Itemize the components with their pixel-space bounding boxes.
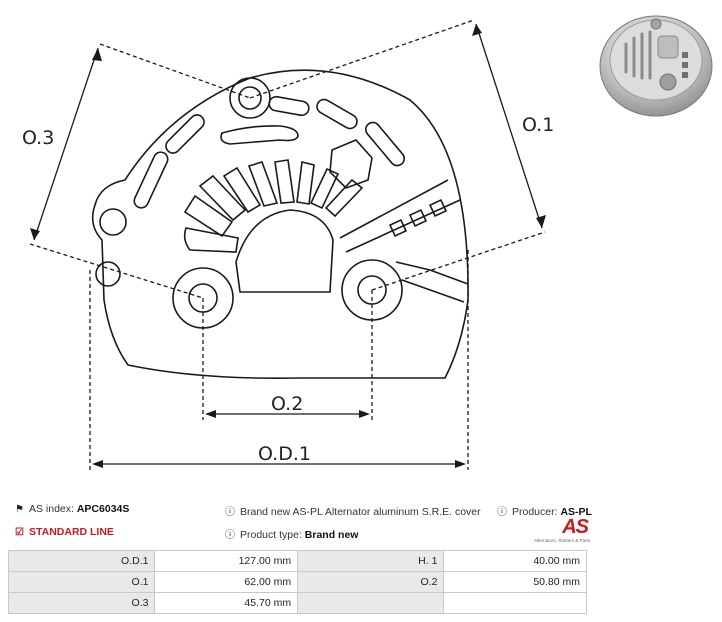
info-icon: ⓘ	[225, 507, 235, 518]
dim-label-o3: O.3	[22, 127, 54, 149]
dim-label-o2: O.2	[271, 393, 303, 415]
as-index-value: APC6034S	[76, 503, 130, 515]
as-index: ⚑AS index: APC6034S	[15, 503, 130, 515]
producer-value: AS-PL	[560, 506, 592, 518]
as-pl-logo: AS Alternators, Starters & Parts	[533, 516, 590, 543]
param-value: 62.00 mm	[154, 571, 299, 593]
info-icon: ⓘ	[225, 530, 235, 541]
table-row: O.3 45.70 mm	[7, 592, 587, 614]
table-row: O.D.1 127.00 mm H. 1 40.00 mm	[7, 550, 587, 572]
parameters-table: O.D.1 127.00 mm H. 1 40.00 mm O.1 62.00 …	[7, 550, 587, 614]
tag-icon: ⚑	[15, 504, 24, 515]
param-label	[297, 592, 445, 614]
param-value: 45.70 mm	[154, 592, 299, 614]
param-label: H. 1	[297, 550, 445, 572]
table-row: O.1 62.00 mm O.2 50.80 mm	[7, 571, 587, 593]
param-label: O.3	[7, 592, 156, 614]
dim-label-od1: O.D.1	[258, 443, 311, 465]
param-label: O.1	[7, 571, 156, 593]
standard-line-badge: ☑STANDARD LINE	[15, 526, 114, 538]
alternator-cover-photo[interactable]	[596, 4, 714, 122]
param-label: O.2	[297, 571, 445, 593]
technical-drawing: O.3 O.1 O.2 O.D.1	[22, 19, 554, 470]
checkbox-icon: ☑	[15, 527, 24, 538]
cover-outline	[91, 69, 469, 380]
param-label: O.D.1	[7, 550, 156, 572]
dim-label-o1: O.1	[522, 114, 554, 136]
param-value	[443, 592, 587, 614]
product-type-value: Brand new	[304, 529, 359, 541]
param-value: 127.00 mm	[154, 550, 299, 572]
info-icon: ⓘ	[497, 507, 507, 518]
param-value: 40.00 mm	[443, 550, 587, 572]
param-value: 50.80 mm	[443, 571, 587, 593]
